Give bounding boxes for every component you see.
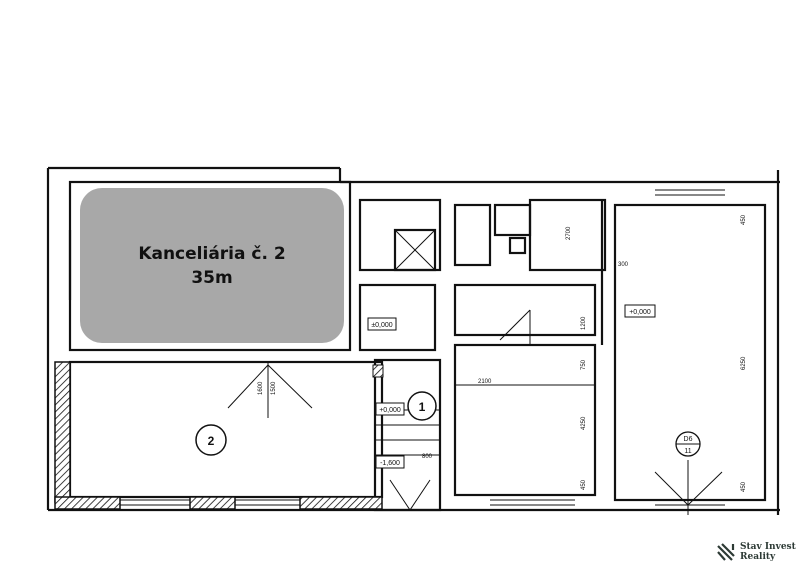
brand-line2: Reality: [740, 552, 776, 562]
walls: [46, 166, 780, 515]
dimension-label: 1500: [271, 381, 277, 395]
dimension-label: 1200: [581, 316, 587, 330]
elevation-label: +0,000: [629, 309, 651, 316]
dimension-label: 6250: [741, 356, 747, 370]
dimension-label: 2700: [566, 226, 572, 240]
dimension-label: 450: [581, 479, 587, 490]
detail-marker-bottom: 11: [684, 448, 691, 455]
brand-logo: Stav Invest Reality: [716, 542, 796, 562]
dimension-label: 750: [581, 359, 587, 370]
dimension-label: 2100: [478, 379, 492, 385]
room-marker-1: 1: [419, 400, 426, 414]
room-marker-2: 2: [208, 434, 215, 448]
elevation-label: -1,600: [380, 460, 400, 467]
detail-marker-top: D6: [684, 436, 693, 443]
elevation-label: ±0,000: [371, 322, 392, 329]
logo-mark-icon: [717, 543, 735, 561]
dimension-label: 300: [618, 262, 629, 268]
dimension-label: 450: [741, 481, 747, 492]
dimension-label: 4250: [581, 416, 587, 430]
room-name: Kanceliária č. 2: [138, 243, 286, 264]
dimension-label: 450: [741, 214, 747, 225]
dimension-label: 1600: [258, 381, 264, 395]
office-highlight: Kanceliária č. 2 35m: [80, 188, 344, 343]
room-area: 35m: [191, 267, 233, 288]
elevation-label: +0,000: [379, 407, 401, 414]
brand-line1: Stav Invest: [740, 542, 796, 552]
dimension-label: 800: [422, 454, 433, 460]
